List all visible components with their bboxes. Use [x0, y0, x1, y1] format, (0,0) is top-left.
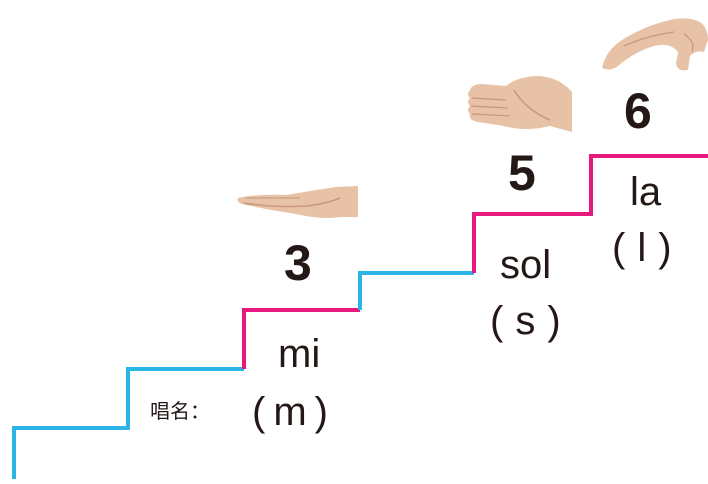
- abbr-letter-l: l: [637, 226, 647, 270]
- abbr-letter-s: s: [515, 299, 536, 343]
- note-syllable-sol: sol: [500, 243, 552, 287]
- note-abbreviation-m: (m): [252, 390, 328, 434]
- note-abbreviation-l: (l): [612, 226, 672, 270]
- note-number-5: 5: [508, 145, 536, 201]
- note-syllable-mi: mi: [278, 332, 321, 376]
- step-sol-la-line: [472, 154, 708, 273]
- vertical-palm-hand-icon: [468, 76, 572, 132]
- arched-hand-icon: [602, 18, 708, 71]
- solfege-name-caption: 唱名：: [150, 399, 210, 423]
- step-4-line: [358, 271, 474, 310]
- step-mi-line: [242, 308, 360, 369]
- note-syllable-la: la: [630, 170, 662, 214]
- note-number-3: 3: [284, 235, 312, 291]
- abbr-letter-m: m: [273, 390, 307, 434]
- note-number-6: 6: [624, 83, 652, 139]
- note-abbreviation-s: (s): [490, 299, 561, 343]
- step-1-line: [12, 367, 244, 479]
- flat-palm-down-hand-icon: [237, 186, 358, 218]
